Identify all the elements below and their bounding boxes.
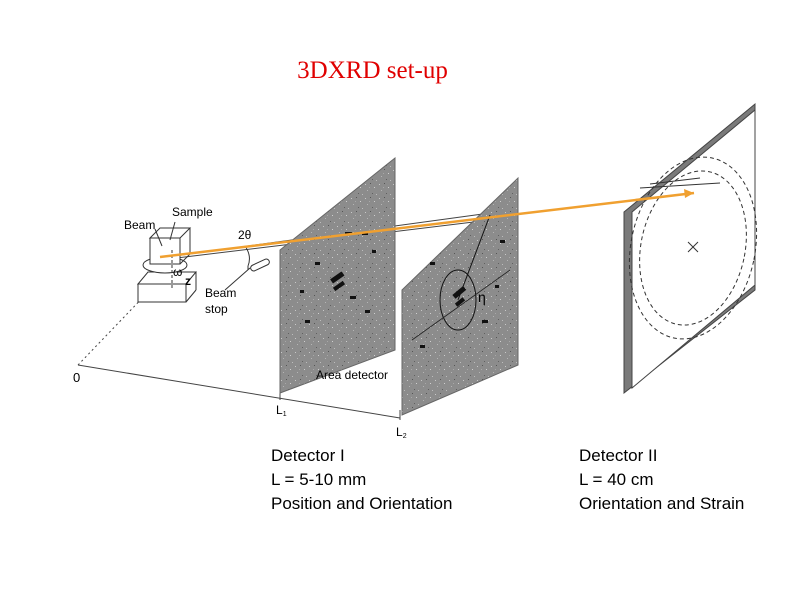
spot bbox=[300, 290, 304, 293]
detector-1-caption: Detector I L = 5-10 mm Position and Orie… bbox=[271, 444, 452, 516]
detector-1-name: Detector I bbox=[271, 446, 345, 465]
detector-2 bbox=[623, 102, 758, 395]
z-label: z bbox=[185, 274, 191, 288]
origin-label: 0 bbox=[73, 370, 80, 385]
spot bbox=[420, 345, 425, 348]
spot bbox=[305, 320, 310, 323]
base-axis-line bbox=[77, 364, 401, 419]
diffracted-beam bbox=[159, 191, 695, 259]
area-detector-2 bbox=[401, 176, 519, 416]
inner-dashed-ring bbox=[639, 170, 747, 326]
detector-2-distance: L = 40 cm bbox=[579, 470, 654, 489]
spot bbox=[315, 262, 320, 265]
eta-ring bbox=[439, 269, 477, 331]
detector-2-purpose: Orientation and Strain bbox=[579, 494, 745, 513]
area-detector-label: Area detector bbox=[316, 368, 388, 382]
spot bbox=[350, 296, 356, 299]
sample-stage bbox=[136, 221, 198, 303]
diagram-title: 3DXRD set-up bbox=[297, 57, 448, 84]
beam-pointer bbox=[154, 228, 163, 247]
spot bbox=[495, 285, 499, 288]
eta-line bbox=[457, 214, 491, 301]
detector-2-name: Detector II bbox=[579, 446, 658, 465]
omega-label: ω bbox=[173, 265, 182, 279]
two-theta-label: 2θ bbox=[238, 228, 252, 242]
spot bbox=[482, 320, 488, 323]
l1-label: L1 bbox=[276, 403, 287, 418]
detector-2-caption: Detector II L = 40 cm Orientation and St… bbox=[579, 444, 744, 516]
spot bbox=[452, 285, 467, 299]
beam-stop-label-1: Beam bbox=[205, 286, 236, 300]
eta-label: η bbox=[478, 289, 486, 305]
l2-label: L2 bbox=[396, 425, 407, 440]
spot bbox=[365, 310, 370, 313]
spot bbox=[332, 280, 346, 292]
beam-stop bbox=[224, 258, 270, 291]
beam-label: Beam bbox=[124, 218, 155, 232]
detector-1-distance: L = 5-10 mm bbox=[271, 470, 367, 489]
beam-stop-label-2: stop bbox=[205, 302, 228, 316]
sample-pointer bbox=[169, 221, 176, 241]
spot bbox=[430, 262, 435, 265]
sample-cube bbox=[149, 237, 181, 265]
spot bbox=[372, 250, 376, 253]
spot bbox=[454, 297, 466, 307]
spot bbox=[500, 240, 505, 243]
beam-arrowhead bbox=[684, 189, 694, 198]
spot bbox=[330, 271, 345, 284]
area-detector-1 bbox=[279, 156, 396, 394]
outer-dashed-ring bbox=[628, 156, 758, 340]
detector-1-purpose: Position and Orientation bbox=[271, 494, 453, 513]
sample-label: Sample bbox=[172, 205, 213, 219]
